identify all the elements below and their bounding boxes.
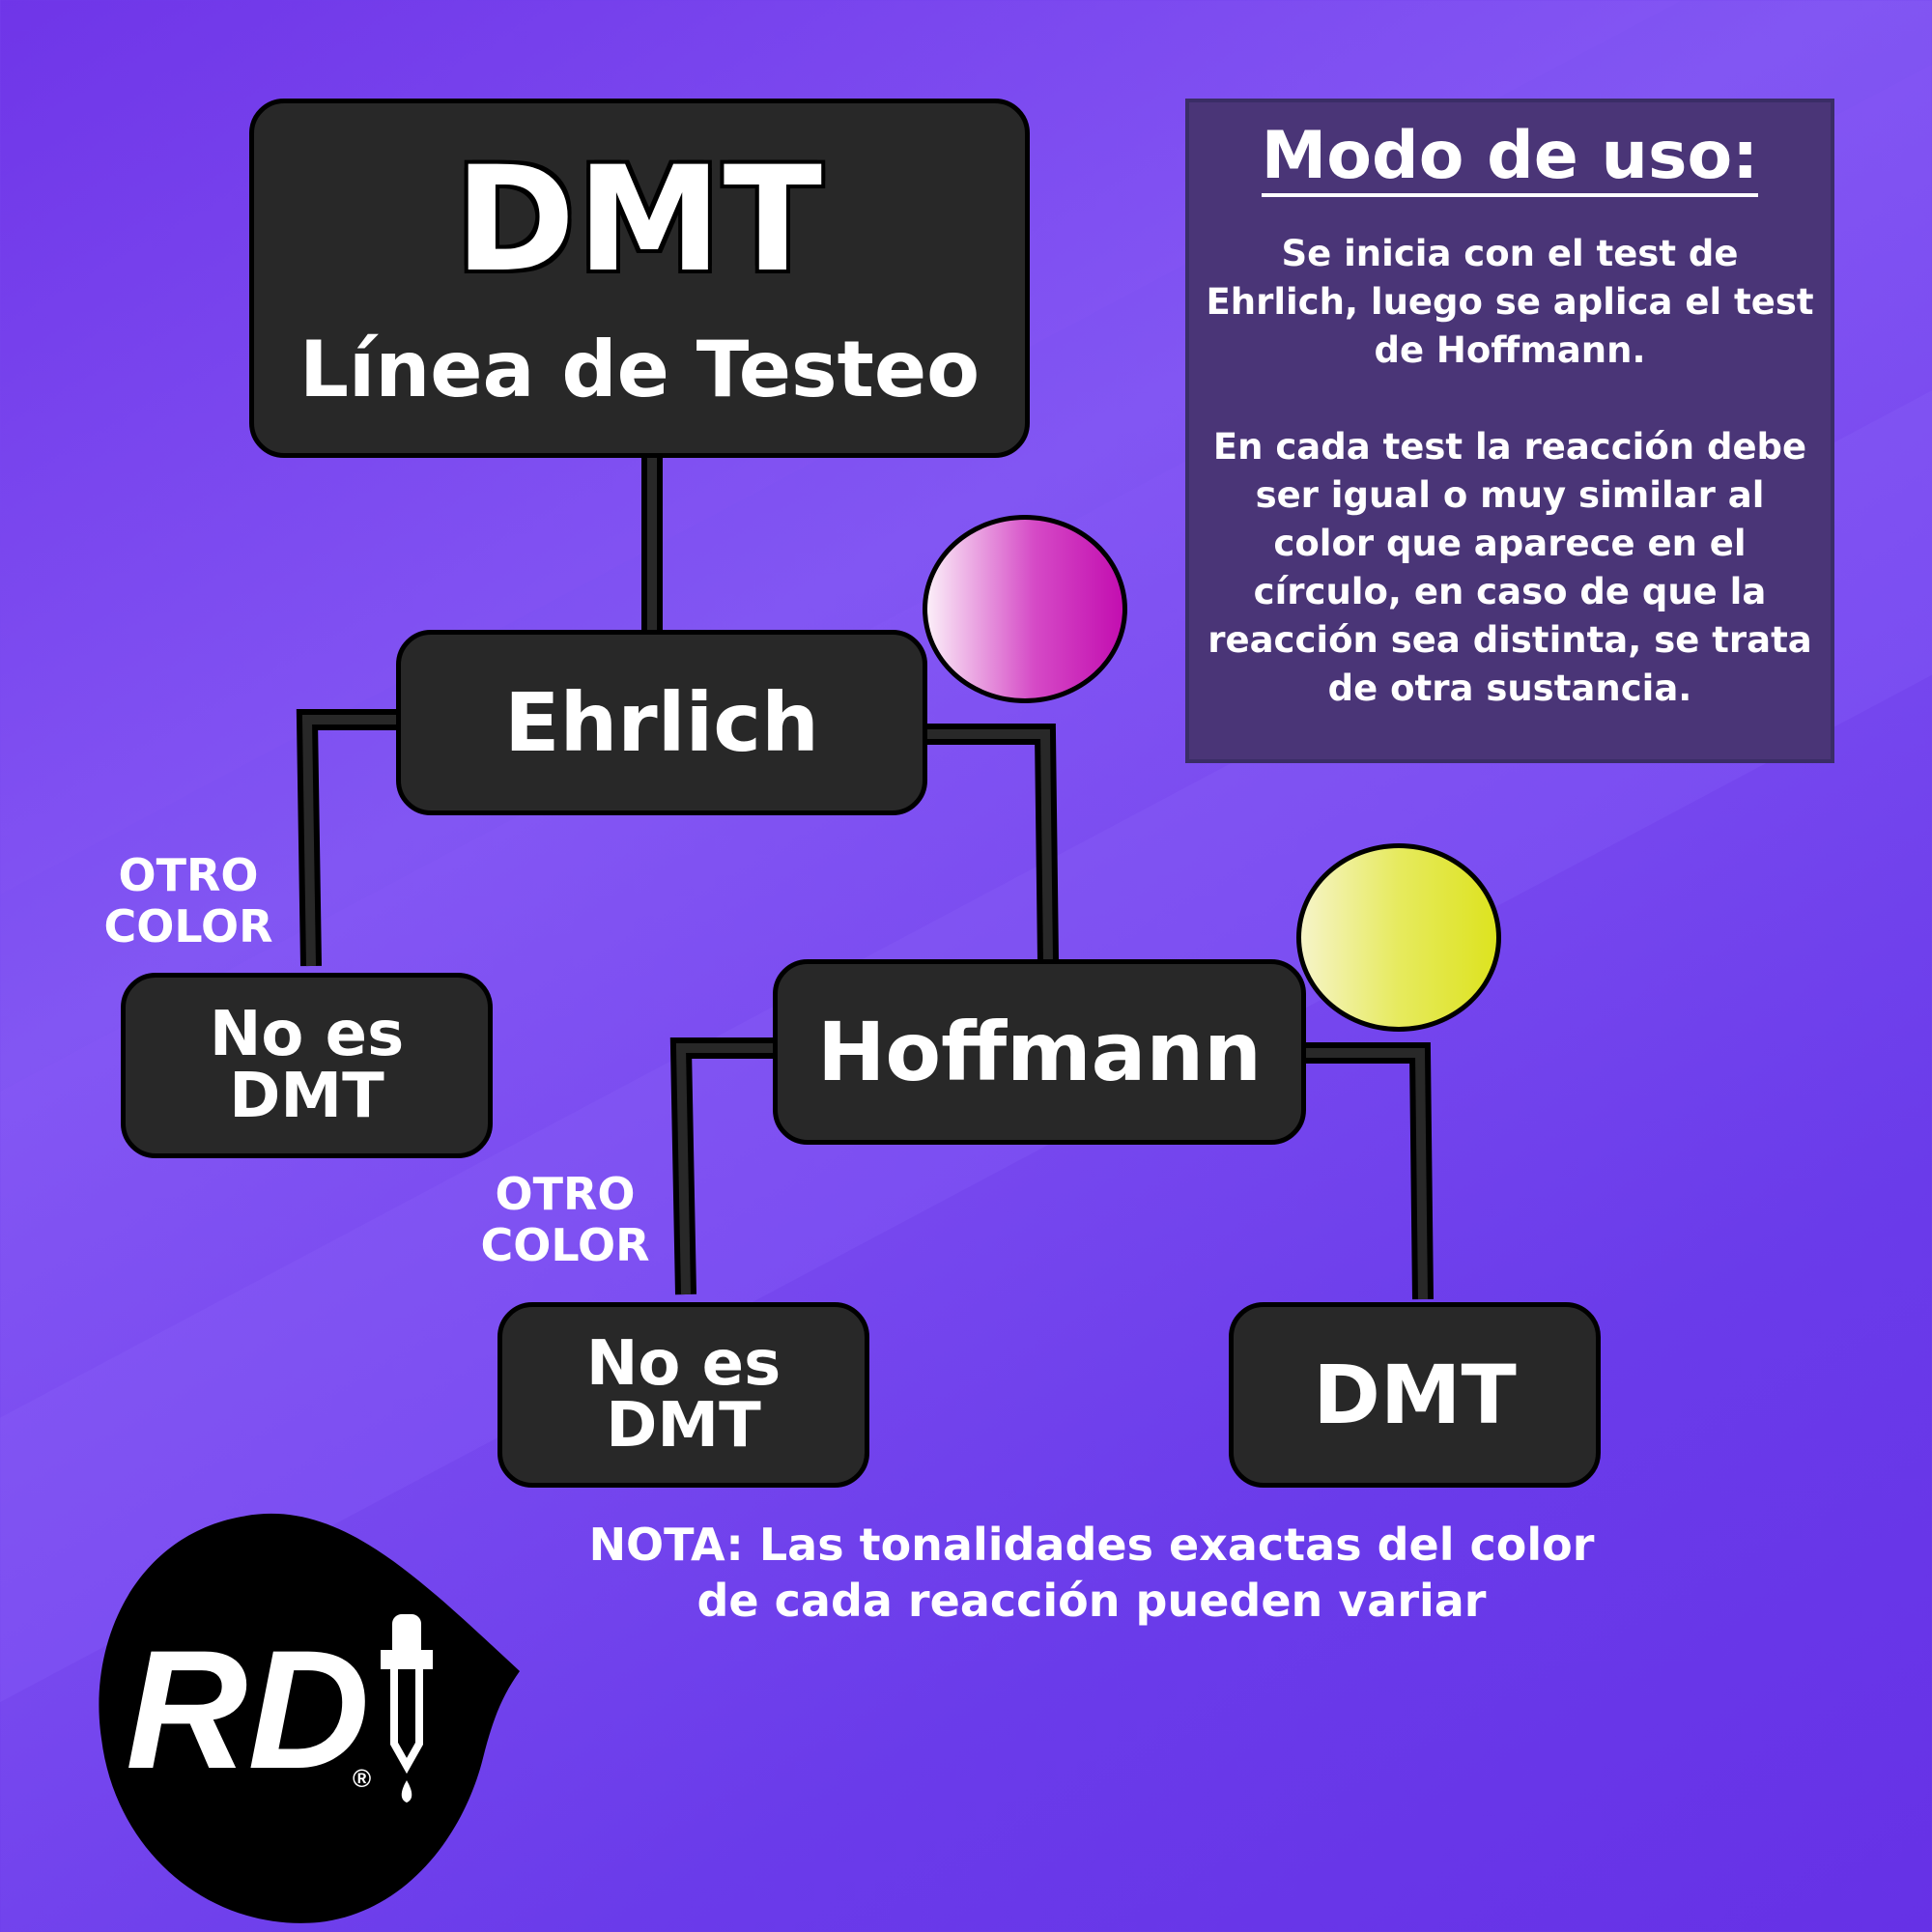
- hoffmann-node: Hoffmann: [773, 959, 1306, 1145]
- leaf-dmt-result: DMT: [1229, 1302, 1601, 1488]
- leaf-no-dmt-1: No es DMT: [121, 973, 493, 1158]
- connector-hoffmann-left: [669, 1037, 778, 1295]
- leaf-dmt-result-label: DMT: [1313, 1348, 1517, 1442]
- hoffmann-reaction-color-circle: [1296, 843, 1501, 1032]
- ehrlich-node: Ehrlich: [396, 630, 927, 815]
- leaf-no-dmt-1-label: No es DMT: [209, 999, 405, 1132]
- dropper-icon: [381, 1614, 433, 1775]
- ehrlich-label: Ehrlich: [504, 675, 819, 770]
- logo-text: RD: [126, 1616, 370, 1804]
- title-main: DMT: [454, 136, 825, 304]
- ehrlich-reaction-color-circle: [923, 515, 1127, 703]
- leaf-no-dmt-2: No es DMT: [497, 1302, 869, 1488]
- connector-hoffmann-right: [1304, 1042, 1434, 1300]
- leaf-no-dmt-2-label: No es DMT: [585, 1328, 781, 1462]
- title-box: DMT Línea de Testeo: [249, 99, 1030, 458]
- rd-logo: RD ®: [99, 1513, 520, 1923]
- connector-ehrlich-left: [296, 709, 401, 967]
- connector-ehrlich-right: [927, 724, 1059, 962]
- hoffmann-label: Hoffmann: [817, 1005, 1262, 1099]
- branch-label-hoffmann-other: OTRO COLOR: [480, 1168, 650, 1271]
- logo-registered-mark: ®: [353, 1764, 371, 1793]
- instructions-title: Modo de uso:: [1261, 124, 1759, 197]
- instructions-panel: Modo de uso: Se inicia con el test de Eh…: [1185, 99, 1834, 763]
- instructions-text: Se inicia con el test de Ehrlich, luego …: [1206, 233, 1814, 709]
- title-sub: Línea de Testeo: [298, 325, 980, 414]
- color-variation-note: NOTA: Las tonalidades exactas del color …: [588, 1519, 1595, 1627]
- branch-label-ehrlich-other: OTRO COLOR: [103, 849, 273, 952]
